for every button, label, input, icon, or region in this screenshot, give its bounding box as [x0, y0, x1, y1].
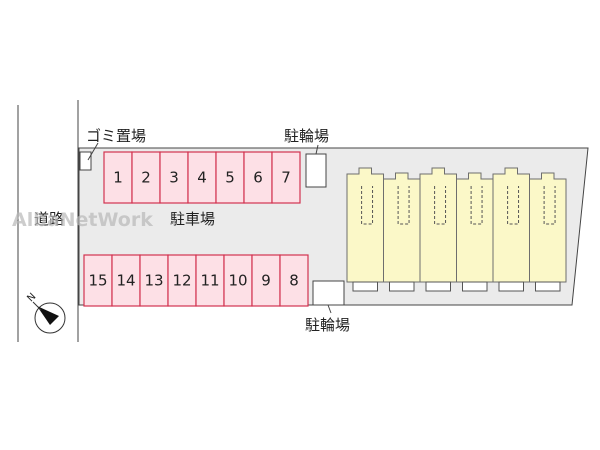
road-label: 道路	[34, 210, 64, 228]
stair-outline	[361, 186, 374, 225]
garbage-leader	[87, 142, 99, 161]
bike-parking-top-label: 駐輪場	[284, 127, 329, 145]
bottom-row-slot-9	[251, 254, 281, 307]
outdoor-unit	[462, 281, 488, 292]
building-unit	[529, 172, 567, 283]
bike-parking-bottom	[312, 280, 345, 306]
building-unit	[419, 167, 457, 283]
parking-slot-number: 13	[144, 272, 163, 290]
top-row-slot-2	[131, 151, 161, 204]
building-unit	[492, 167, 530, 283]
parking-slot-number: 6	[253, 169, 263, 187]
parking-label: 駐車場	[170, 210, 215, 228]
parking-slot-number: 1	[113, 169, 123, 187]
bottom-row-slot-11	[195, 254, 225, 307]
parking-slot-number: 10	[228, 272, 247, 290]
top-row-slot-7	[271, 151, 301, 204]
parking-slot-number: 3	[169, 169, 179, 187]
compass-icon: N	[25, 291, 66, 334]
parking-slot-number: 12	[172, 272, 191, 290]
stair-outline	[434, 186, 447, 225]
building-unit	[383, 172, 421, 283]
outdoor-unit	[498, 281, 524, 292]
parking-slot-number: 9	[261, 272, 271, 290]
apartment-building	[346, 167, 567, 292]
parking-slot-number: 11	[200, 272, 219, 290]
bike-bottom-leader	[327, 304, 332, 314]
parking-slot-number: 7	[281, 169, 291, 187]
parking-slot-number: 15	[88, 272, 107, 290]
stair-outline	[470, 186, 483, 225]
building-unit	[346, 167, 384, 283]
building-unit	[456, 172, 494, 283]
bike-parking-top	[305, 153, 327, 188]
garbage-area	[79, 151, 92, 171]
top-row-slot-5	[215, 151, 245, 204]
bottom-row-slot-10	[223, 254, 253, 307]
bike-top-leader	[315, 144, 319, 155]
bike-parking-bottom-label: 駐輪場	[305, 316, 350, 334]
bottom-row-slot-8	[279, 254, 309, 307]
top-row-slot-3	[159, 151, 189, 204]
garbage-label: ゴミ置場	[86, 127, 146, 145]
parking-slot-number: 8	[289, 272, 299, 290]
outdoor-unit	[425, 281, 451, 292]
parking-slot-number: 14	[116, 272, 135, 290]
outdoor-unit	[352, 281, 378, 292]
outdoor-unit	[535, 281, 561, 292]
watermark: AlbaNetWork	[12, 209, 153, 231]
parking-slot-number: 2	[141, 169, 151, 187]
outdoor-unit	[389, 281, 415, 292]
stair-outline	[507, 186, 520, 225]
parking-slot-number: 5	[225, 169, 235, 187]
top-row-slot-6	[243, 151, 273, 204]
stair-outline	[397, 186, 410, 225]
bottom-row-slot-13	[139, 254, 169, 307]
bottom-row-slot-15	[83, 254, 113, 307]
compass-north-label: N	[25, 291, 38, 304]
parking-slot-number: 4	[197, 169, 207, 187]
stair-outline	[543, 186, 556, 225]
